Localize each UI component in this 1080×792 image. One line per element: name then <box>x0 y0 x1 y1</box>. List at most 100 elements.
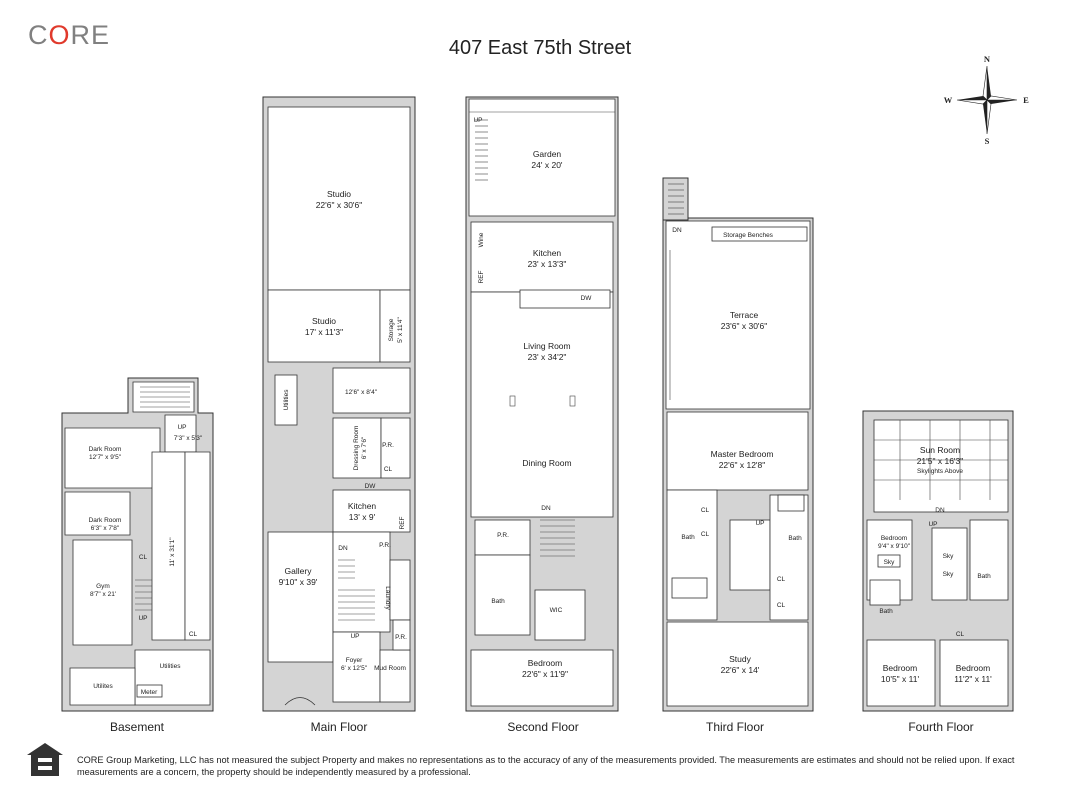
main-hall-dims: 12'6" x 8'4" <box>345 389 378 396</box>
basement-hall-dims: 11' x 31'1" <box>169 537 176 567</box>
fourth-bedroom-3-dims: 11'2" x 11' <box>954 674 992 684</box>
third-cl-2: CL <box>701 531 710 538</box>
second-dining-name: Dining Room <box>522 458 571 468</box>
second-dw: DW <box>581 295 593 302</box>
basement-dark-room-1-dims: 12'7" x 9'5" <box>89 454 122 461</box>
third-study-dims: 22'6" x 14' <box>721 665 760 675</box>
third-study-name: Study <box>729 654 751 664</box>
fourth-bedroom-3-name: Bedroom <box>956 663 991 673</box>
core-logo: CORE <box>28 20 111 50</box>
basement-dark-room-2-dims: 6'3" x 7'8" <box>91 525 120 532</box>
disclaimer-text: CORE Group Marketing, LLC has not measur… <box>77 755 1015 777</box>
compass-icon: N S W E <box>944 54 1029 146</box>
basement-gym-name: Gym <box>96 583 110 590</box>
second-floor-label: Second Floor <box>507 720 579 734</box>
basement-up-2: UP <box>138 615 147 622</box>
basement-plan: Dark Room 12'7" x 9'5" 7'3" x 5'3" Dark … <box>61 377 214 712</box>
second-wic: WIC <box>550 607 563 614</box>
fourth-cl: CL <box>956 631 965 638</box>
fourth-dn: DN <box>935 507 945 514</box>
second-ref: REF <box>478 270 485 283</box>
second-bedroom-name: Bedroom <box>528 658 563 668</box>
main-storage-name: Storage <box>388 318 395 341</box>
main-pr-3: P.R. <box>395 634 407 641</box>
fourth-sky-2: Sky <box>943 571 955 578</box>
fourth-sun-name: Sun Room <box>920 445 960 455</box>
second-living-name: Living Room <box>523 341 570 351</box>
main-pr-1: P.R. <box>382 442 394 449</box>
basement-gym-dims: 8'7" x 21' <box>90 591 116 598</box>
main-kitchen-name: Kitchen <box>348 501 377 511</box>
main-storage-dims: 5' x 11'4" <box>397 316 404 342</box>
main-studio-2-name: Studio <box>312 316 336 326</box>
fourth-sun-note: Skylights Above <box>917 468 963 475</box>
main-up: UP <box>350 633 359 640</box>
fourth-bedroom-1-name: Bedroom <box>881 535 907 542</box>
second-floor-plan: Garden 24' x 20' Kitchen 23' x 13'3" Win… <box>465 96 619 712</box>
third-bath-2: Bath <box>788 535 802 542</box>
second-garden-dims: 24' x 20' <box>531 160 563 170</box>
third-bath-1: Bath <box>681 534 695 541</box>
second-living-dims: 23' x 34'2" <box>528 352 567 362</box>
compass-w: W <box>944 95 953 105</box>
fourth-up: UP <box>928 521 937 528</box>
second-bedroom-dims: 22'6" x 11'9" <box>522 669 568 679</box>
third-floor-label: Third Floor <box>705 720 764 734</box>
fourth-floor-label: Fourth Floor <box>908 720 974 734</box>
main-foyer-dims: 6' x 12'5" <box>341 665 368 672</box>
equal-housing-opportunity-icon <box>27 743 63 776</box>
second-kitchen-dims: 23' x 13'3" <box>528 259 567 269</box>
compass-s: S <box>985 136 990 146</box>
second-up: UP <box>473 117 482 124</box>
second-kitchen-name: Kitchen <box>533 248 562 258</box>
third-terrace-name: Terrace <box>730 310 759 320</box>
main-laundry: Laundry <box>384 586 391 610</box>
basement-dark-room-1-name: Dark Room <box>89 446 122 453</box>
fourth-sky-1: Sky <box>943 553 955 560</box>
main-mud-room: Mud Room <box>374 665 406 672</box>
main-dw: DW <box>365 483 377 490</box>
main-foyer-name: Foyer <box>346 657 363 664</box>
third-dn: DN <box>672 227 682 234</box>
third-floor-plan: Storage Benches Terrace 23'6" x 30'6" Ma… <box>662 177 814 712</box>
main-studio-1-name: Studio <box>327 189 351 199</box>
third-cl-4: CL <box>777 602 786 609</box>
fourth-bedroom-1-dims: 9'4" x 9'10" <box>878 543 911 550</box>
basement-utilities-1: Utilities <box>160 663 182 670</box>
main-dressing-dims: 6' x 7'6" <box>361 436 368 459</box>
main-dressing-name: Dressing Room <box>353 426 360 471</box>
main-floor-plan: Studio 22'6" x 30'6" Studio 17' x 11'3" … <box>262 96 416 712</box>
fourth-bedroom-1-sky: Sky <box>884 559 896 566</box>
basement-meter: Meter <box>141 689 158 696</box>
main-kitchen-dims: 13' x 9' <box>349 512 376 522</box>
third-master-name: Master Bedroom <box>711 449 774 459</box>
second-pr: P.R. <box>497 532 509 539</box>
basement-dark-room-2-name: Dark Room <box>89 517 122 524</box>
second-wine: Wine <box>478 232 485 247</box>
third-master-dims: 22'6" x 12'8" <box>719 460 766 470</box>
fourth-bath-1: Bath <box>879 608 893 615</box>
main-ref: REF <box>399 516 406 529</box>
basement-cl-1: CL <box>139 554 148 561</box>
third-cl-3: CL <box>777 576 786 583</box>
fourth-bath-2: Bath <box>977 573 991 580</box>
third-cl-1: CL <box>701 507 710 514</box>
basement-up-1: UP <box>177 424 186 431</box>
compass-e: E <box>1023 95 1029 105</box>
second-dn: DN <box>541 505 551 512</box>
third-up: UP <box>755 520 764 527</box>
main-studio-1-dims: 22'6" x 30'6" <box>316 200 363 210</box>
second-garden-name: Garden <box>533 149 562 159</box>
main-dn: DN <box>338 545 348 552</box>
main-utilities: Utilities <box>283 389 290 411</box>
basement-small-room-dims: 7'3" x 5'3" <box>174 435 203 442</box>
third-terrace-dims: 23'6" x 30'6" <box>721 321 768 331</box>
fourth-sun-dims: 21'5" x 16'3" <box>917 456 964 466</box>
main-floor-label: Main Floor <box>310 720 368 734</box>
third-storage-benches: Storage Benches <box>723 232 774 239</box>
second-bath: Bath <box>491 598 505 605</box>
main-pr-2: P.R. <box>379 542 391 549</box>
main-cl: CL <box>384 466 393 473</box>
basement-label: Basement <box>109 720 165 734</box>
